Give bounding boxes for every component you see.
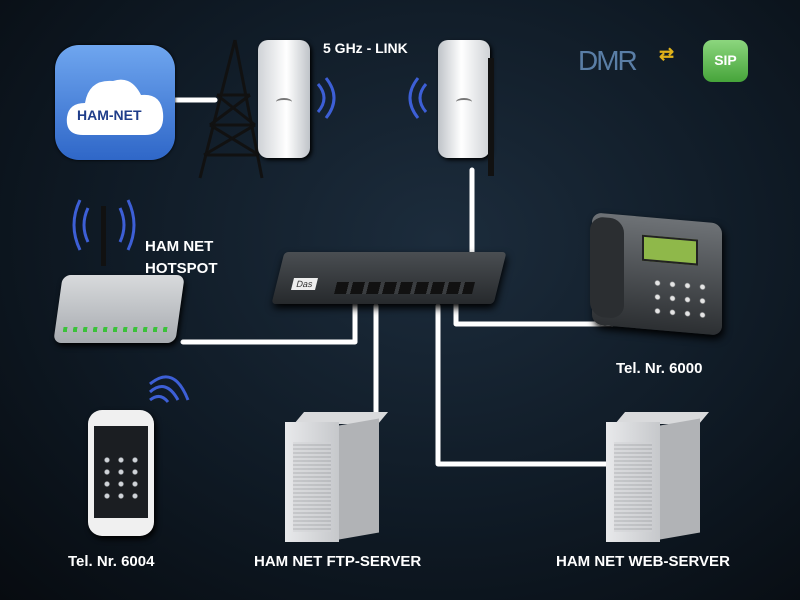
web-server-label: HAM NET WEB-SERVER: [556, 553, 730, 570]
swap-arrows-icon: ⇄: [659, 44, 675, 64]
ftp-server-label: HAM NET FTP-SERVER: [254, 553, 422, 570]
desk-phone: [590, 212, 722, 336]
phone-keypad: [650, 275, 710, 323]
mobile-wifi-icon: [149, 395, 170, 403]
ftp-server: [285, 412, 389, 542]
wifi-wave-left-icon: [316, 83, 326, 113]
cable-switch-to-web-server: [435, 303, 613, 467]
hotspot-label-line2: HOTSPOT: [145, 260, 218, 277]
hotspot-label-line1: HAM NET: [145, 238, 214, 255]
phone-display: [642, 234, 698, 266]
wifi-wave-right-icon: [418, 83, 428, 113]
cloud-label: HAM-NET: [77, 107, 142, 123]
desk-phone-label: Tel. Nr. 6000: [616, 360, 703, 377]
cable-switch-to-hotspot: [180, 299, 358, 345]
mobile-phone: [88, 410, 154, 536]
dmr-logo: DMR: [578, 45, 638, 76]
ham-net-cloud-tile: HAM-NET: [55, 45, 175, 160]
network-switch: Das: [271, 252, 507, 304]
web-server: [606, 412, 710, 542]
wireless-bridge-right: [438, 40, 490, 158]
sip-logo: SIP: [703, 40, 748, 82]
mobile-phone-label: Tel. Nr. 6004: [68, 553, 155, 570]
antenna-mast: [488, 58, 494, 176]
wireless-bridge-left: [258, 40, 310, 158]
hotspot-wifi-icon: [82, 207, 90, 243]
hotspot-antenna: [101, 206, 106, 266]
cable-switch-to-desk-phone: [453, 299, 615, 327]
hotspot-router: [53, 275, 185, 343]
mobile-screen: [94, 426, 148, 518]
link-label: 5 GHz - LINK: [323, 40, 408, 56]
cloud-icon: [66, 79, 164, 135]
switch-brand: Das: [291, 278, 319, 290]
phone-handset: [590, 216, 624, 320]
